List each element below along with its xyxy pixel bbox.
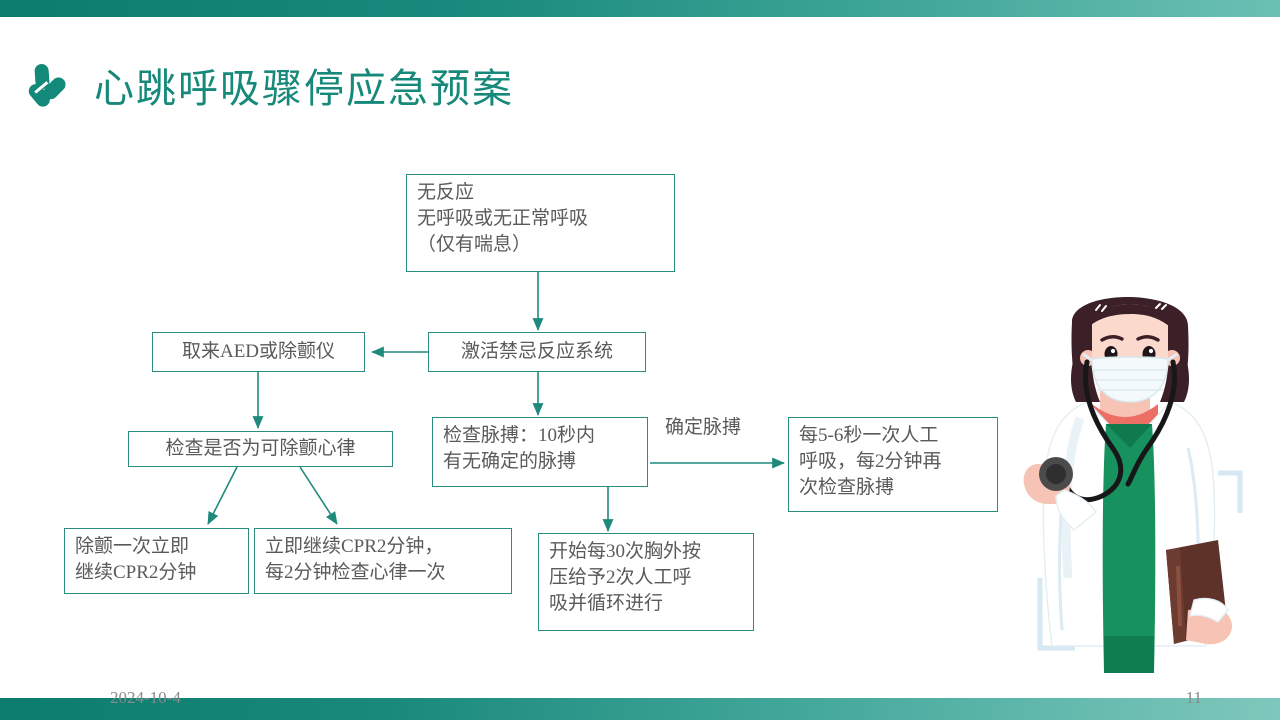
flow-node-check-rhythm: 检查是否为可除颤心律 (128, 431, 393, 467)
flow-node-get-aed: 取来AED或除颤仪 (152, 332, 365, 372)
top-decorative-bar (0, 0, 1280, 17)
flow-node-rescue-breathing: 每5-6秒一次人工 呼吸，每2分钟再 次检查脉搏 (788, 417, 998, 512)
flow-node-defib-once: 除颤一次立即 继续CPR2分钟 (64, 528, 249, 594)
page-title: 心跳呼吸骤停应急预案 (94, 66, 514, 112)
flow-node-compressions: 开始每30次胸外按 压给予2次人工呼 吸并循环进行 (538, 533, 754, 631)
slide-page-number: 11 (1185, 688, 1202, 707)
edge-label-pulse-confirmed: 确定脉搏 (665, 417, 742, 438)
bottom-decorative-bar (0, 698, 1280, 720)
flow-node-activate-system: 激活禁忌反应系统 (428, 332, 646, 372)
slide-date: 2024-10-4 (110, 688, 181, 707)
flow-node-check-pulse: 检查脉搏：10秒内 有无确定的脉搏 (432, 417, 648, 487)
flow-node-no-response: 无反应 无呼吸或无正常呼吸 （仅有喘息） (406, 174, 675, 272)
flow-node-continue-cpr: 立即继续CPR2分钟， 每2分钟检查心律一次 (254, 528, 512, 594)
female-doctor-with-stethoscope-illustration (1023, 296, 1243, 673)
pill-capsule-logo-icon (26, 61, 74, 109)
slide-header: 心跳呼吸骤停应急预案 (26, 56, 514, 114)
